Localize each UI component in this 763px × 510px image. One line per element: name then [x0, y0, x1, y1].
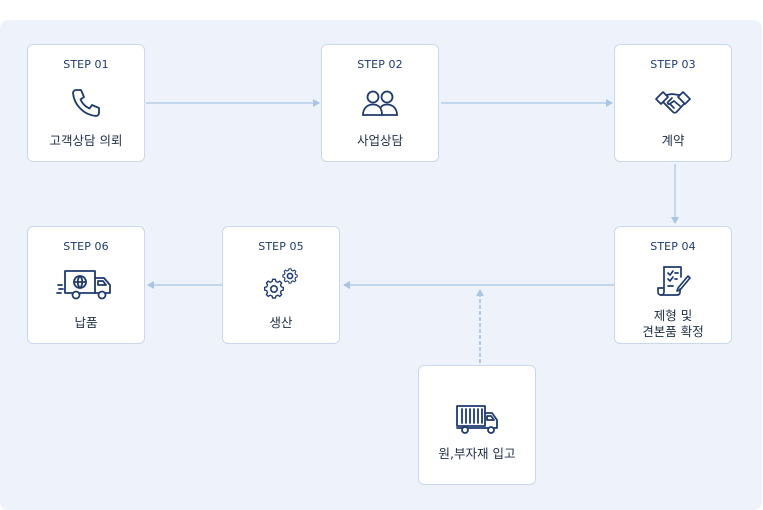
step-label: 제형 및 견본품 확정: [615, 308, 731, 340]
step-number: STEP 06: [63, 240, 109, 253]
step-label-line1: 제형 및: [653, 308, 693, 323]
step-label: 사업상담: [356, 133, 403, 148]
document-pen-icon: [653, 261, 693, 301]
step-number: STEP 03: [650, 58, 696, 71]
step-02-card: STEP 02 사업상담: [321, 44, 439, 162]
step-number: STEP 04: [650, 240, 696, 253]
step-01-card: STEP 01 고객상담 의뢰: [27, 44, 145, 162]
handshake-icon: [653, 83, 693, 123]
supply-card: 원,부자재 입고: [418, 365, 536, 485]
step-label: 납품: [74, 315, 98, 330]
phone-icon: [66, 83, 106, 123]
container-truck-icon: [455, 399, 499, 439]
step-number: STEP 02: [357, 58, 403, 71]
users-icon: [360, 83, 400, 123]
step-03-card: STEP 03 계약: [614, 44, 732, 162]
step-label: 고객상담 의뢰: [49, 133, 123, 148]
step-label: 계약: [661, 133, 685, 148]
step-06-card: STEP 06 납품: [27, 226, 145, 344]
delivery-truck-icon: [56, 265, 116, 305]
step-number: STEP 01: [63, 58, 109, 71]
step-label: 생산: [269, 315, 293, 330]
supply-label: 원,부자재 입고: [438, 446, 516, 461]
step-number: STEP 05: [258, 240, 304, 253]
gears-icon: [261, 265, 301, 305]
step-label-line2: 견본품 확정: [642, 324, 704, 339]
step-05-card: STEP 05 생산: [222, 226, 340, 344]
step-04-card: STEP 04 제형 및 견본품 확정: [614, 226, 732, 344]
